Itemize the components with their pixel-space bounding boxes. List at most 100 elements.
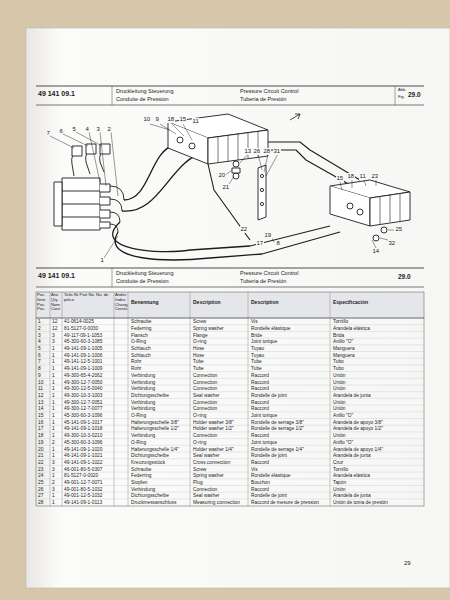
table-cell: 4	[38, 339, 41, 345]
callout-number: 26	[253, 148, 261, 155]
table-cell: 46-001-80-5-0307	[64, 467, 102, 473]
table-cell: 9	[38, 373, 41, 379]
table-cell: 3	[38, 333, 41, 339]
column-heading: Anz. Qty. Nom. Cant.	[51, 293, 62, 312]
table-cell: Arandela de junta	[333, 493, 371, 499]
table-cell: 49-300-12-7-0050	[64, 380, 102, 386]
table-cell: Unión	[333, 433, 346, 439]
table-cell: 1	[52, 453, 55, 459]
table-cell: Anillo "O"	[333, 339, 353, 345]
table-cell: Joint torique	[251, 440, 277, 446]
table-cell: 49-141-09-1-0113	[64, 500, 102, 506]
callout-number: 32	[388, 240, 396, 247]
table-cell: Raccord	[251, 433, 269, 439]
callout-number: 25	[395, 226, 403, 233]
table-cell: Spring washer	[193, 326, 224, 332]
page-number: 29	[404, 560, 411, 567]
row-rule	[36, 465, 424, 466]
row-rule	[36, 472, 424, 473]
table-cell: 1	[52, 373, 55, 379]
table-cell: O-Ring	[131, 339, 146, 345]
callout-number: 11	[192, 118, 199, 125]
table-cell: 1	[52, 400, 55, 406]
table-cell: 1	[52, 346, 55, 352]
callout-number: 18	[347, 173, 355, 180]
column-heading: Änder. Index Chang. Correc.	[115, 293, 128, 312]
table-cell: Measuring connection	[193, 500, 240, 506]
table-cell: Manguera	[333, 346, 355, 352]
table-cell: Tornillo	[333, 467, 348, 473]
table-cell: 1	[52, 493, 55, 499]
table-cell: Verbindung	[131, 380, 155, 386]
table-cell: Tube	[251, 359, 262, 365]
header-text: Fig.	[398, 95, 405, 100]
table-cell: Arandela de apoyo 1/2"	[333, 426, 383, 432]
table-cell: 17	[38, 426, 43, 432]
row-rule	[36, 438, 424, 439]
column-heading: Especificación	[333, 300, 368, 306]
table-cell: 3	[52, 460, 55, 466]
table-cell: 45-300-60-3-1096	[64, 413, 102, 419]
table-cell: 49-141-09-1-1005	[64, 346, 102, 352]
row-rule	[36, 358, 424, 359]
table-cell: O-Ring	[131, 440, 146, 446]
table-cell: 11	[38, 386, 43, 392]
table-cell: 49-141-09-1-1006	[64, 353, 102, 359]
table-cell: 49-300-10-3-1003	[64, 393, 102, 399]
table-cell: Arandela de apoyo 3/8"	[333, 420, 383, 426]
table-cell: Rondelle élastique	[251, 473, 290, 479]
table-cell: Arandela elástica	[333, 326, 370, 332]
table-cell: 1	[52, 366, 55, 372]
table-cell: 2	[52, 440, 55, 446]
table-cell: 19	[38, 440, 43, 446]
header-text: Druckleitung Steuerung	[116, 270, 173, 276]
row-rule	[36, 478, 424, 479]
table-cell: 18	[38, 433, 43, 439]
table-cell: 2	[52, 480, 55, 486]
table-cell: Connection	[193, 400, 217, 406]
callout-number: 18	[167, 116, 175, 123]
row-rule	[36, 452, 424, 453]
table-cell: Connection	[193, 433, 217, 439]
table-cell: 14	[38, 406, 43, 412]
row-rule	[36, 344, 424, 345]
table-cell: 1	[52, 413, 55, 419]
table-cell: 1	[52, 393, 55, 399]
table-cell: 45-300-60-3-1096	[64, 440, 102, 446]
table-cell: Raccord	[251, 487, 269, 493]
table-cell: 8	[38, 366, 41, 372]
table-cell: Unión	[333, 380, 346, 386]
header-text: Conduite de Pression	[116, 96, 169, 102]
table-cell: 12	[38, 393, 43, 399]
table-cell: Verbindung	[131, 400, 155, 406]
table-cell: Raccord	[251, 386, 269, 392]
table-cell: 49-001-12-5-1032	[64, 493, 102, 499]
table-cell: Connection	[193, 380, 217, 386]
callout-number: 13	[244, 148, 252, 155]
table-cell: Vis	[251, 319, 258, 325]
table-cell: 16	[38, 420, 43, 426]
table-cell: Tube	[193, 366, 204, 372]
table-cell: Rondelle de joint	[251, 393, 287, 399]
callout-number: 17	[256, 240, 264, 247]
table-cell: Cross connection	[193, 460, 230, 466]
table-cell: Bouchon	[251, 480, 270, 486]
callout-number: 15	[179, 116, 187, 123]
table-cell: O-ring	[193, 440, 206, 446]
table-cell: Vis	[251, 467, 258, 473]
table-cell: Screw	[193, 467, 206, 473]
header-text: 29.0	[398, 273, 411, 280]
table-cell: Verbindung	[131, 487, 155, 493]
column-heading: Pos. Item Pos. Pos.	[37, 293, 49, 312]
callout-number: 1	[100, 257, 104, 264]
table-cell: 41-0614-0025	[64, 319, 94, 325]
table-cell: Tubo	[333, 359, 344, 365]
table-cell: 1	[52, 473, 55, 479]
table-cell: Halterungsschelle 1/4"	[131, 447, 179, 453]
row-rule	[36, 498, 424, 499]
table-cell: 1	[52, 406, 55, 412]
table-cell: Halterungsschelle 1/2"	[131, 426, 179, 432]
table-cell: 49-141-09-1-1009	[64, 366, 102, 372]
header-text: Tuberia de Presión	[240, 278, 286, 284]
